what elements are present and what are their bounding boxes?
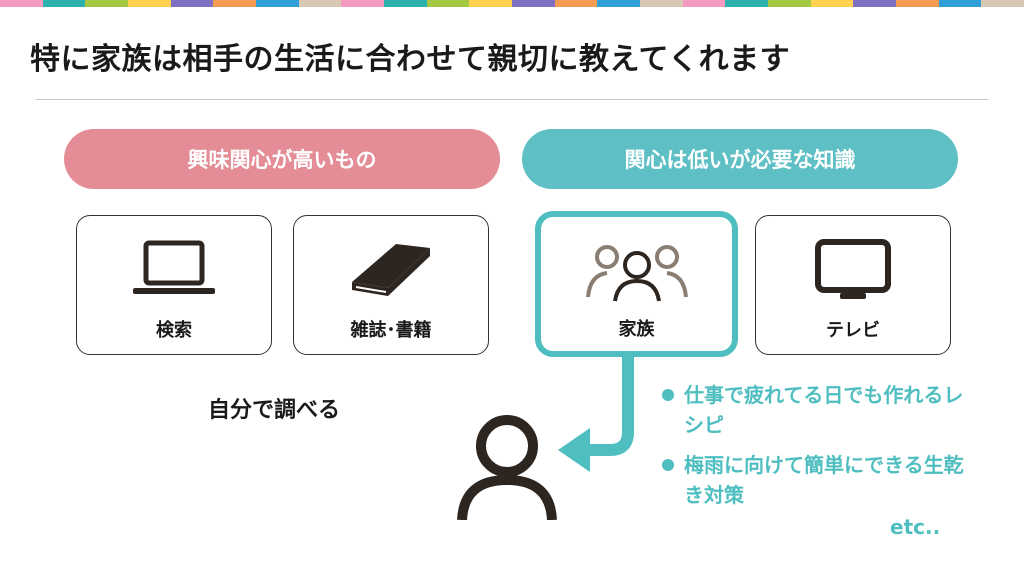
card-search: 検索 (76, 215, 272, 355)
list-item: 仕事で疲れてる日でも作れるレシピ (660, 380, 980, 440)
stripe-segment (341, 0, 385, 7)
etc-label: etc.. (890, 515, 941, 539)
category-pill-interests: 興味関心が高いもの (64, 129, 500, 189)
stripe-segment (42, 0, 86, 7)
page-title: 特に家族は相手の生活に合わせて親切に教えてくれます (30, 42, 791, 77)
book-icon (352, 244, 430, 296)
tv-icon (815, 239, 891, 299)
arrow-icon (558, 354, 634, 472)
stripe-segment (725, 0, 769, 7)
stripe-segment (85, 0, 129, 7)
laptop-icon (133, 240, 215, 294)
stripe-segment (0, 0, 43, 7)
self-research-label: 自分で調べる (208, 398, 341, 423)
stripe-segment (170, 0, 214, 7)
stripe-segment (426, 0, 470, 7)
card-tv: テレビ (755, 215, 951, 355)
person-icon (457, 415, 557, 520)
example-text: 仕事で疲れてる日でも作れるレシピ (684, 383, 964, 437)
card-label-magazines-books: 雑誌･書籍 (350, 320, 432, 341)
card-magazines-books: 雑誌･書籍 (293, 215, 489, 355)
stripe-segment (938, 0, 982, 7)
bullet-dot-icon (662, 389, 674, 401)
example-list: 仕事で疲れてる日でも作れるレシピ 梅雨に向けて簡単にできる生乾き対策 (660, 380, 980, 520)
title-divider (36, 99, 988, 100)
card-label-family: 家族 (618, 319, 655, 340)
stripe-segment (896, 0, 939, 7)
stripe-segment (469, 0, 513, 7)
stripe-segment (384, 0, 427, 7)
stripe-segment (981, 0, 1024, 7)
stripe-segment (853, 0, 897, 7)
stripe-segment (512, 0, 555, 7)
family-icon (585, 245, 688, 302)
stripe-segment (640, 0, 683, 7)
card-family: 家族 (535, 211, 738, 357)
stripe-segment (768, 0, 811, 7)
stripe-segment (597, 0, 641, 7)
stripe-segment (682, 0, 726, 7)
card-label-search: 検索 (156, 320, 192, 341)
bullet-dot-icon (662, 459, 674, 471)
stripe-segment (298, 0, 342, 7)
list-item: 梅雨に向けて簡単にできる生乾き対策 (660, 450, 980, 510)
category-pill-needed-knowledge: 関心は低いが必要な知識 (522, 129, 958, 189)
card-label-tv: テレビ (826, 320, 880, 341)
example-text: 梅雨に向けて簡単にできる生乾き対策 (684, 453, 964, 507)
stripe-segment (213, 0, 257, 7)
stripe-segment (256, 0, 299, 7)
stripe-segment (810, 0, 854, 7)
stripe-segment (554, 0, 598, 7)
stripe-segment (128, 0, 171, 7)
color-stripe-bar (0, 0, 1024, 7)
